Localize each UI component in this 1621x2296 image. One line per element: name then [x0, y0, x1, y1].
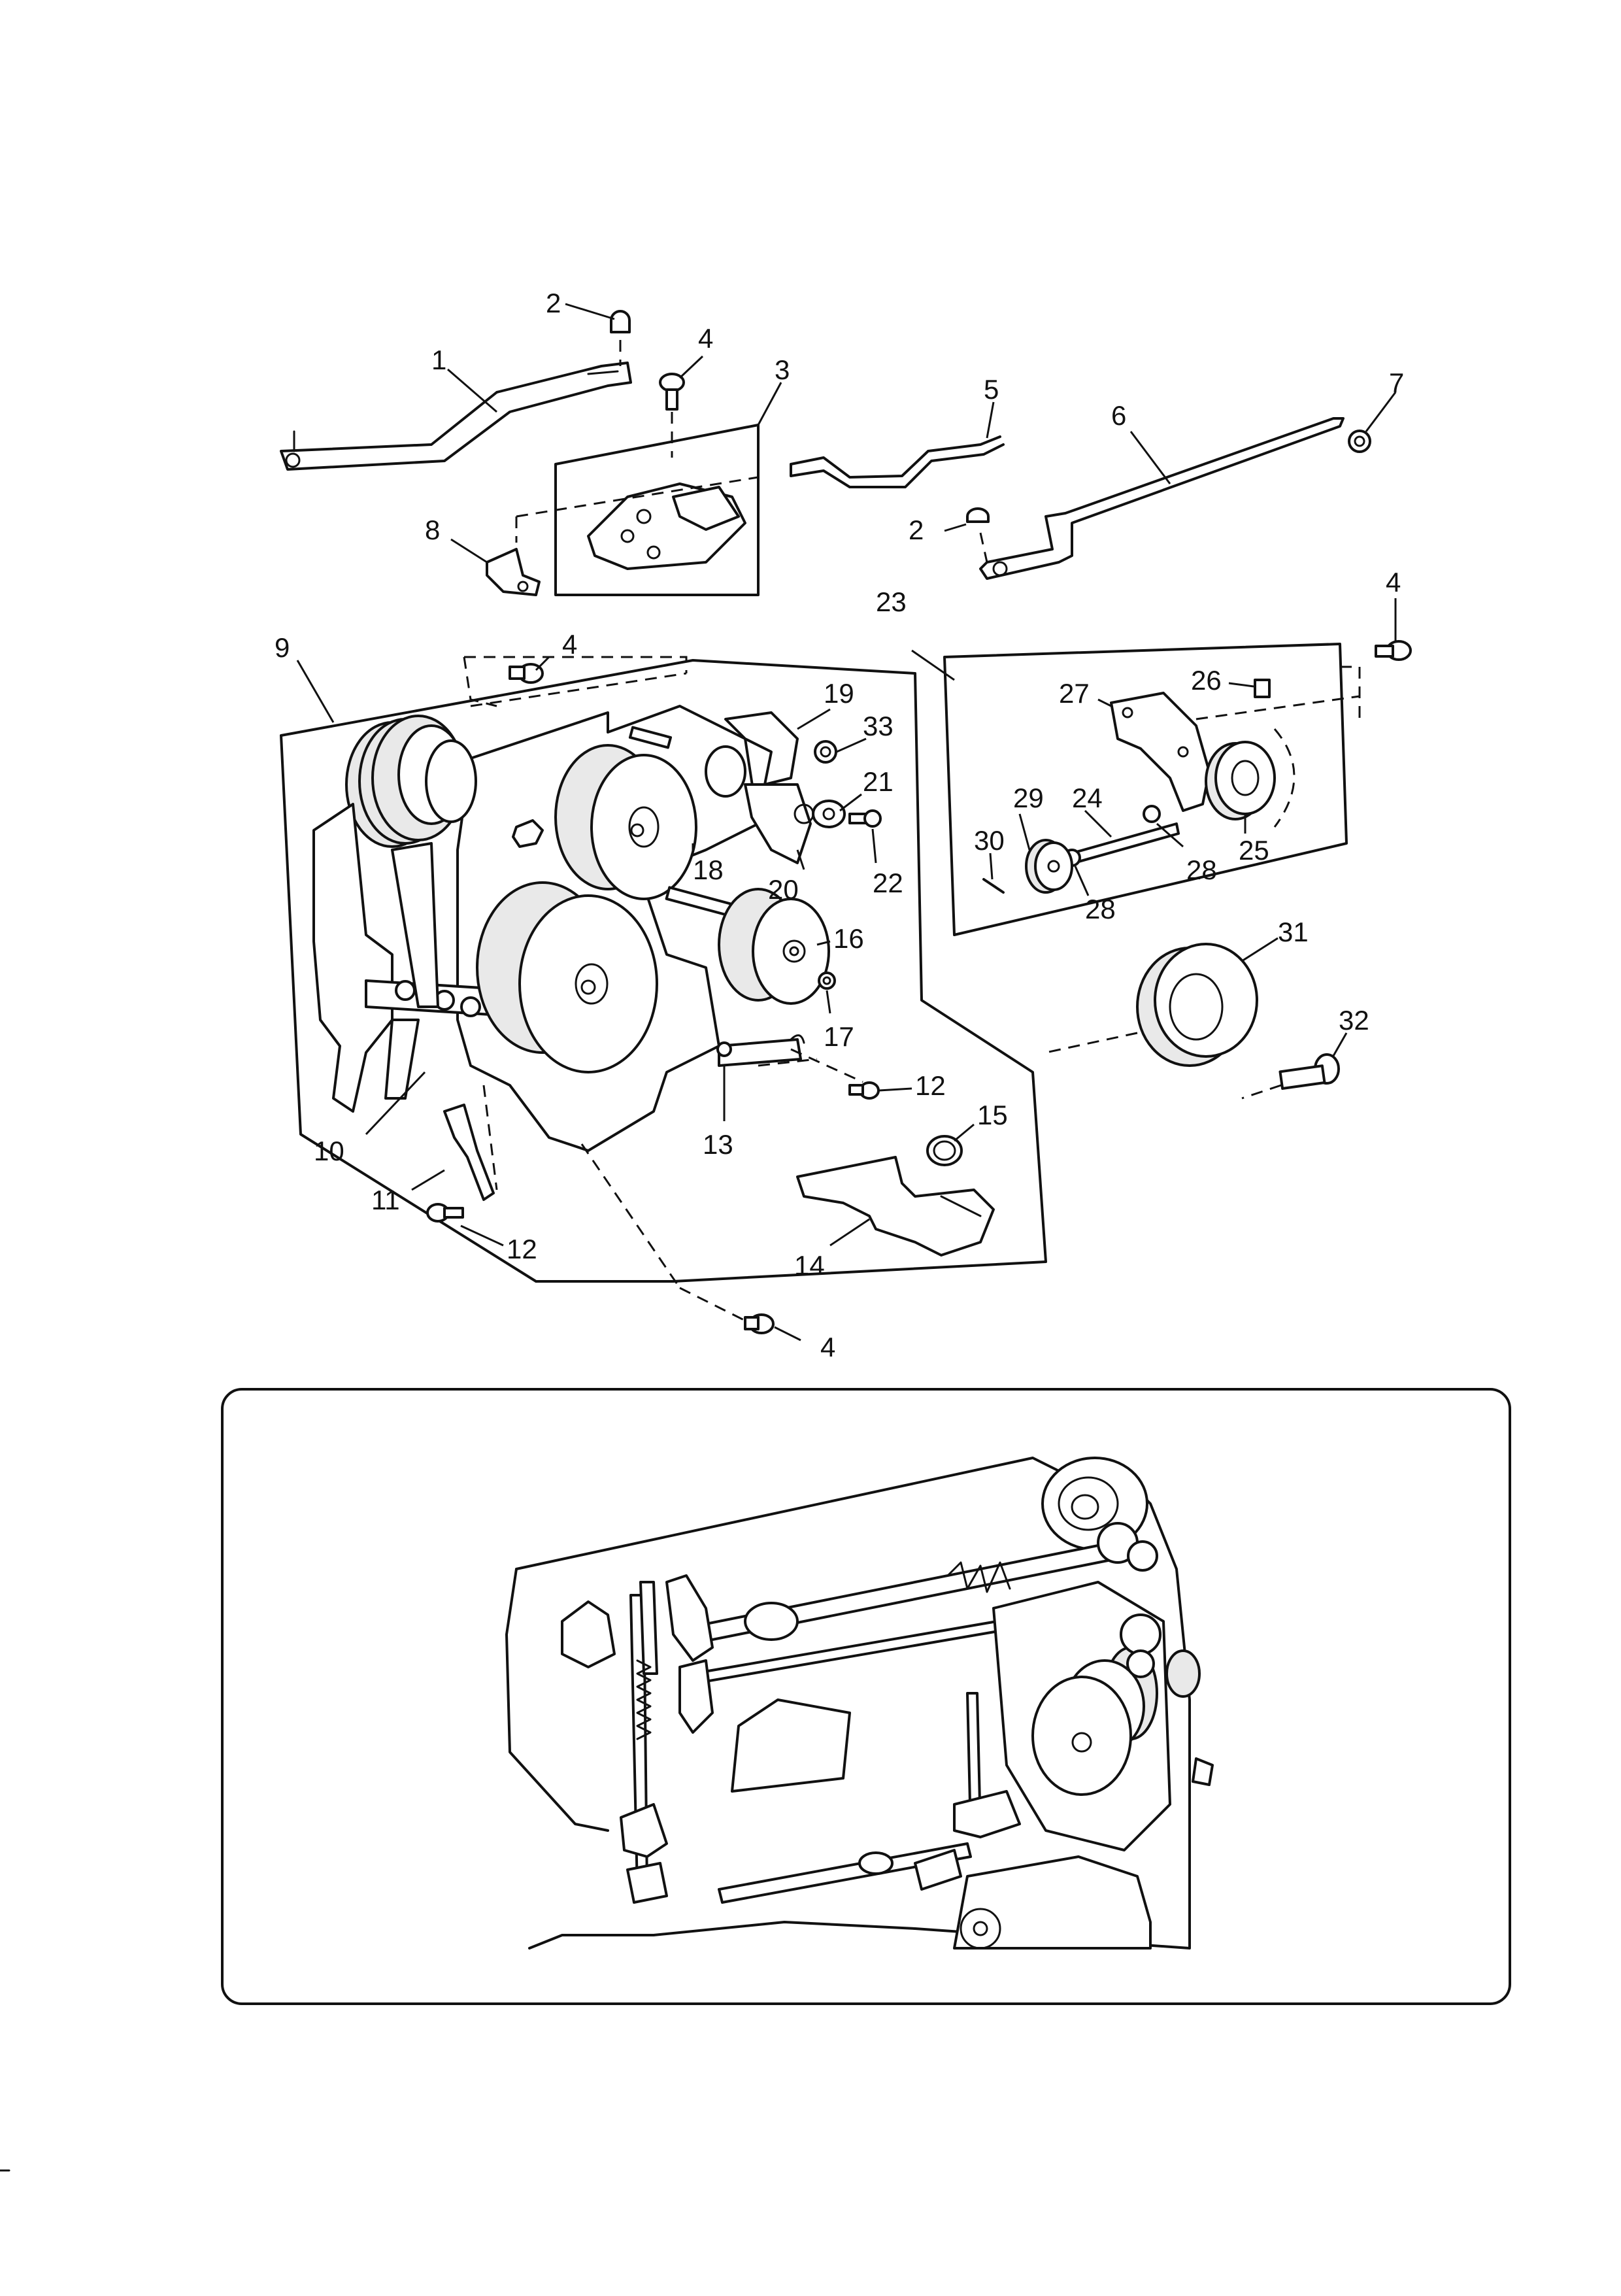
callout-16: 16 [833, 923, 864, 954]
callout-12-left: 12 [507, 1234, 537, 1264]
callout-27: 27 [1059, 678, 1090, 709]
part-clip-2-top [610, 310, 631, 366]
callout-9: 9 [275, 632, 290, 663]
callout-14: 14 [794, 1250, 825, 1281]
callout-29: 29 [1013, 783, 1044, 813]
part-screw-4-bottom [580, 1143, 775, 1334]
part-screw-4-top [659, 373, 685, 458]
part-screw-4-left [509, 663, 544, 684]
callout-15: 15 [977, 1100, 1008, 1130]
callout-8: 8 [425, 515, 440, 545]
callout-30: 30 [974, 825, 1005, 856]
part-bracket-8 [486, 548, 541, 596]
part-cam-19-20 [705, 711, 814, 864]
callout-4-left: 4 [562, 629, 577, 660]
part-gear-31 [1045, 943, 1258, 1067]
part-screw-26 [1254, 679, 1271, 698]
callout-33: 33 [863, 711, 894, 741]
part-screw-12-left [426, 1203, 464, 1223]
part-nut-7 [1348, 430, 1371, 453]
callout-31: 31 [1278, 917, 1309, 947]
part-screw-4-right [1375, 640, 1412, 661]
gear-lower-disc [476, 881, 658, 1073]
part-rod-6 [979, 417, 1345, 580]
gear-stack-left [345, 715, 477, 848]
callout-32: 32 [1339, 1005, 1369, 1036]
part-ring-33 [814, 740, 837, 764]
callout-18: 18 [693, 854, 724, 885]
part-plate-27 [1110, 692, 1211, 812]
callout-4-right: 4 [1386, 567, 1401, 598]
callout-24: 24 [1072, 783, 1103, 813]
callout-2-top: 2 [546, 288, 561, 318]
callout-23: 23 [876, 586, 907, 617]
callout-21: 21 [863, 766, 894, 797]
nut-on-plate [512, 819, 544, 848]
part-screw-22 [848, 809, 882, 828]
part-screw-12-right [848, 1081, 880, 1100]
inset-panel [221, 1388, 1511, 2005]
part-bracket-3 [515, 424, 760, 596]
callout-3: 3 [775, 354, 790, 385]
part-plate-21 [812, 800, 846, 828]
gear-16 [718, 888, 830, 1005]
part-gear-29 [1025, 839, 1073, 894]
part-pin-30 [982, 878, 1005, 894]
callout-4-top: 4 [698, 323, 713, 354]
callout-1: 1 [431, 345, 446, 375]
callout-6: 6 [1111, 400, 1126, 431]
callout-28-lower: 28 [1085, 894, 1116, 924]
sewing-machine-cutaway-icon [505, 1457, 1214, 1950]
callout-22: 22 [873, 868, 903, 898]
part-washer-17 [818, 971, 836, 990]
part-lever-1 [280, 362, 632, 471]
callout-28-upper: 28 [1186, 854, 1217, 885]
callout-7: 7 [1389, 367, 1404, 398]
part-spring-15 [926, 1135, 963, 1166]
part-bearing-25 [1205, 728, 1295, 828]
callout-25: 25 [1239, 835, 1269, 866]
gear-18 [554, 744, 697, 900]
part-wire-5 [790, 435, 1005, 488]
callout-4-bottom: 4 [820, 1332, 835, 1362]
callout-26: 26 [1191, 665, 1222, 696]
callout-17: 17 [824, 1021, 854, 1052]
callout-19: 19 [824, 678, 854, 709]
assembly-9-outline [280, 656, 1047, 1283]
assembly-23-outline [943, 643, 1361, 936]
part-spring-13 [716, 1034, 863, 1083]
callout-labels: 2 1 4 3 5 6 7 2 8 9 4 23 4 26 27 19 33 [275, 288, 1404, 1362]
callout-2-right: 2 [909, 515, 924, 545]
callout-20: 20 [768, 874, 799, 905]
part-lever-14 [796, 1156, 995, 1257]
part-bracket-11 [443, 1085, 498, 1201]
callout-5: 5 [984, 374, 999, 405]
callout-10: 10 [314, 1136, 344, 1166]
callout-12-right: 12 [915, 1070, 946, 1101]
part-shaft-32 [1241, 1053, 1340, 1100]
callout-11: 11 [371, 1185, 400, 1215]
callout-13: 13 [703, 1129, 733, 1160]
part-clip-2-right [966, 507, 990, 563]
